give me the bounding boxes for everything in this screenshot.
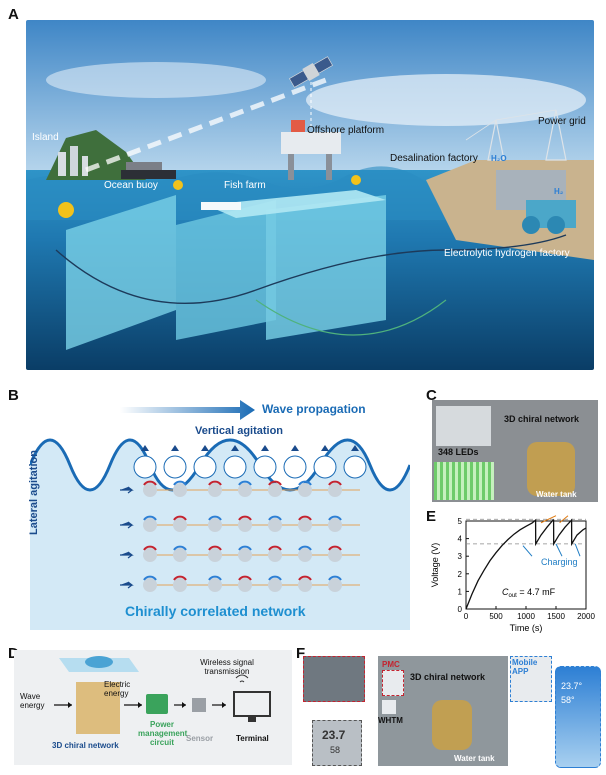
panel-f-letter: F	[296, 645, 306, 662]
pmc-box	[382, 670, 404, 696]
panel-b-diagram: Wave propagation Vertical agitation Late…	[28, 395, 412, 630]
y-tick-label: 5	[458, 517, 463, 526]
y-tick-label: 1	[458, 587, 463, 596]
y-axis-label: Voltage (V)	[430, 543, 440, 588]
x-tick-label: 1000	[517, 612, 535, 621]
label-f-pmc: PMC	[382, 660, 400, 669]
panel-d-diagram: Wave energy Electric energy 3D chiral ne…	[14, 650, 292, 765]
x-tick-label: 500	[489, 612, 503, 621]
phone-temp: 23.7°	[561, 681, 583, 691]
panel-a-letter: A	[8, 6, 19, 23]
y-tick-label: 0	[458, 605, 463, 614]
x-axis-label: Time (s)	[510, 623, 543, 633]
annotation-capacitance: Cout = 4.7 mF	[502, 587, 556, 599]
led-strip-photo	[434, 462, 494, 500]
panel-e-letter: E	[426, 508, 437, 525]
powering-arrow	[559, 515, 569, 524]
f-device-photo	[432, 700, 472, 750]
charging-arrow	[522, 545, 533, 557]
phone-screenshot: 23.7° 58°	[555, 666, 601, 768]
label-ocean-buoy: Ocean buoy	[104, 180, 158, 191]
charging-arrow	[555, 543, 563, 557]
display-hum: 58	[330, 745, 341, 755]
label-lateral-agitation: Lateral agitation	[28, 450, 40, 535]
label-fish-farm: Fish farm	[224, 180, 266, 191]
label-terminal: Terminal	[236, 734, 269, 743]
label-d-network: 3D chiral network	[52, 741, 119, 750]
label-wireless: Wireless signal transmission	[200, 658, 254, 676]
pmc-closeup-photo	[303, 656, 365, 702]
label-f-water-tank: Water tank	[454, 754, 495, 763]
panel-f-photo	[378, 656, 508, 766]
label-c-water-tank: Water tank	[536, 490, 577, 499]
ocean-scene-illustration	[26, 20, 594, 370]
panel-c-photo: 348 LEDs 3D chiral network Water tank	[432, 400, 598, 502]
label-348-leds: 348 LEDs	[438, 447, 479, 457]
panel-a-scene: Island Ocean buoy Fish farm Offshore pla…	[26, 20, 594, 370]
panel-d-letter: D	[8, 645, 19, 662]
label-wave-propagation: Wave propagation	[262, 402, 366, 416]
powering-arrow	[540, 515, 557, 524]
y-tick-label: 4	[458, 535, 463, 544]
annotation-charging: Charging	[541, 557, 578, 567]
panel-b-letter: B	[8, 387, 19, 404]
label-f-whtm: WHTM	[378, 716, 403, 725]
x-tick-label: 1500	[547, 612, 565, 621]
label-c-network: 3D chiral network	[504, 414, 580, 424]
whtm-box	[382, 700, 396, 714]
label-sensor: Sensor	[186, 734, 214, 743]
label-h2o: H₂O	[491, 154, 507, 163]
label-f-network: 3D chiral network	[410, 672, 486, 682]
voltage-series-line	[465, 518, 587, 610]
x-tick-label: 2000	[577, 612, 595, 621]
label-offshore-platform: Offshore platform	[307, 125, 385, 136]
label-network-title: Chirally correlated network	[125, 603, 306, 619]
charging-arrow	[574, 543, 581, 557]
label-island: Island	[32, 132, 59, 143]
label-power-grid: Power grid	[538, 116, 586, 127]
display-temp: 23.7	[322, 728, 346, 742]
whtm-closeup-photo	[312, 720, 362, 766]
label-h2: H₂	[554, 187, 564, 196]
label-pmc: Power management circuit	[138, 720, 188, 747]
label-electric-energy: Electric energy	[104, 680, 131, 698]
device-photo	[527, 442, 575, 496]
label-wave-energy: Wave energy	[20, 692, 45, 710]
label-desalination-factory: Desalination factory	[390, 153, 478, 164]
chiral-network-diagram	[28, 400, 412, 630]
led-board-photo	[436, 406, 491, 446]
x-tick-label: 0	[464, 612, 469, 621]
system-diagram	[54, 656, 271, 734]
label-mobile-app: Mobile APP	[512, 658, 538, 676]
y-tick-label: 3	[458, 552, 463, 561]
panel-c-letter: C	[426, 387, 437, 404]
y-tick-label: 2	[458, 570, 463, 579]
phone-hum: 58°	[561, 695, 575, 705]
label-electrolytic-hydrogen-factory: Electrolytic hydrogen factory	[444, 248, 570, 259]
app-phone-box	[510, 656, 552, 702]
label-vertical-agitation: Vertical agitation	[195, 425, 284, 437]
